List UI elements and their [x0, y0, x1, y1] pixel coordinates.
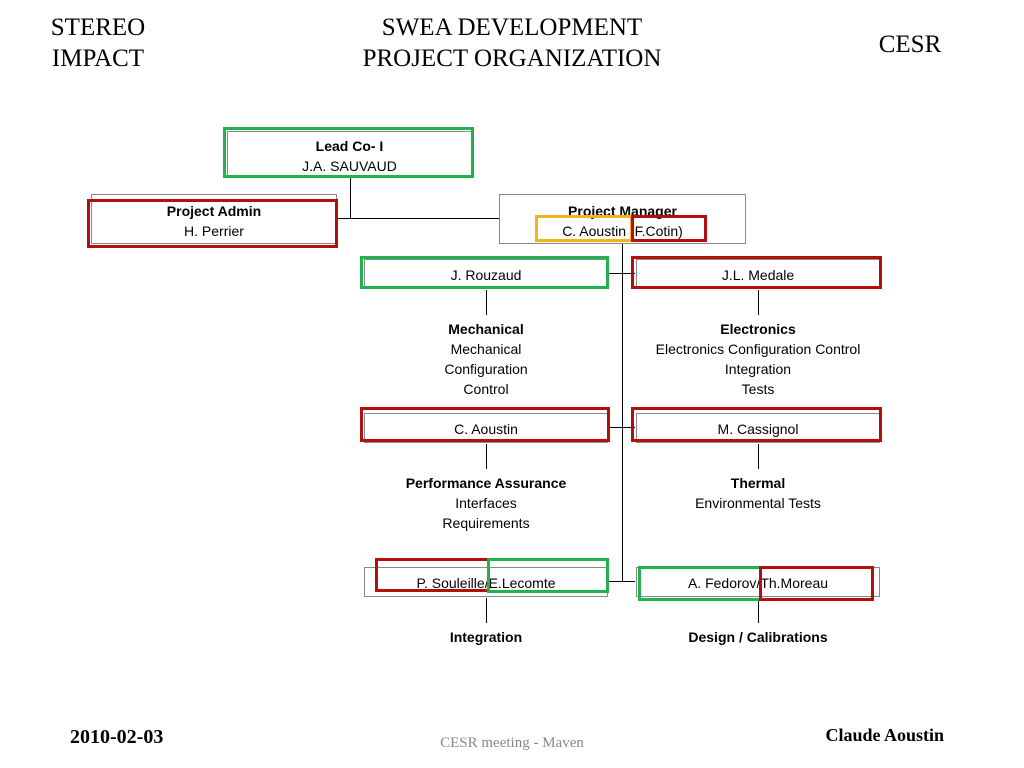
mechanical-line-2: Configuration: [444, 361, 528, 377]
thermal-title: Thermal: [730, 475, 786, 491]
performance-desc: Performance Assurance Interfaces Require…: [356, 473, 616, 533]
electronics-line-3: Tests: [741, 381, 775, 397]
connector-left1-down: [486, 290, 487, 315]
footer-author: Claude Aoustin: [825, 725, 944, 745]
connector-row1: [608, 273, 635, 274]
lead-coi-name: J.A. SAUVAUD: [302, 158, 397, 174]
right-lead-name-3a: A. Fedorov: [687, 575, 757, 591]
project-manager-title: Project Manager: [568, 203, 677, 219]
right-lead-box-3: A. Fedorov/Th.Moreau: [636, 567, 880, 597]
mechanical-desc: Mechanical Mechanical Configuration Cont…: [356, 319, 616, 399]
performance-line-2: Requirements: [442, 515, 530, 531]
connector-admin-manager: [337, 218, 500, 219]
connector-main-vertical: [622, 244, 623, 582]
connector-left2-down: [486, 444, 487, 469]
integration-title: Integration: [449, 629, 523, 645]
header-right: CESR: [878, 31, 942, 58]
connector-row3: [608, 581, 635, 582]
right-lead-name-2: M. Cassignol: [717, 421, 799, 437]
right-lead-name-3b: /Th.Moreau: [756, 575, 829, 591]
electronics-line-2: Integration: [724, 361, 792, 377]
right-lead-box-2: M. Cassignol: [636, 413, 880, 443]
left-lead-name-3a: P. Souleille: [416, 575, 485, 591]
left-lead-box-1: J. Rouzaud: [364, 259, 608, 289]
left-lead-name-3b: /E.Lecomte: [484, 575, 556, 591]
project-manager-box: Project Manager C. Aoustin (F.Cotin): [499, 194, 746, 244]
right-lead-box-1: J.L. Medale: [636, 259, 880, 289]
electronics-line-1: Electronics Configuration Control: [655, 341, 861, 357]
connector-row2: [608, 427, 635, 428]
project-manager-name: C. Aoustin: [562, 223, 627, 239]
electronics-title: Electronics: [720, 321, 796, 337]
header-left-line1: STEREO: [50, 14, 146, 41]
title-line1: SWEA DEVELOPMENT: [381, 14, 643, 41]
design-title: Design / Calibrations: [688, 629, 828, 645]
title-line2: PROJECT ORGANIZATION: [362, 45, 662, 72]
mechanical-title: Mechanical: [448, 321, 524, 337]
integration-desc: Integration: [356, 627, 616, 647]
connector-right1-down: [758, 290, 759, 315]
project-manager-deputy: (F.Cotin): [629, 223, 683, 239]
thermal-line-1: Environmental Tests: [695, 495, 821, 511]
page-title: SWEA DEVELOPMENT PROJECT ORGANIZATION: [262, 12, 762, 74]
connector-right3-down: [758, 598, 759, 623]
lead-coi-title: Lead Co- I: [315, 138, 384, 154]
project-admin-title: Project Admin: [166, 203, 262, 219]
project-admin-box: Project Admin H. Perrier: [91, 194, 337, 244]
mechanical-line-1: Mechanical: [450, 341, 522, 357]
design-desc: Design / Calibrations: [628, 627, 888, 647]
performance-line-1: Interfaces: [455, 495, 517, 511]
header-left-line2: IMPACT: [51, 45, 145, 72]
left-lead-name-1: J. Rouzaud: [450, 267, 522, 283]
project-admin-name: H. Perrier: [184, 223, 244, 239]
header-left: STEREO IMPACT: [28, 12, 168, 74]
mechanical-line-3: Control: [463, 381, 509, 397]
left-lead-box-3: P. Souleille/E.Lecomte: [364, 567, 608, 597]
connector-right2-down: [758, 444, 759, 469]
footer-date: 2010-02-03: [70, 726, 164, 748]
left-lead-name-2: C. Aoustin: [454, 421, 518, 437]
left-lead-name-3: P. Souleille/E.Lecomte: [416, 575, 555, 591]
left-lead-box-2: C. Aoustin: [364, 413, 608, 443]
performance-title: Performance Assurance: [405, 475, 567, 491]
thermal-desc: Thermal Environmental Tests: [628, 473, 888, 513]
connector-lead-down: [350, 177, 351, 219]
footer-meeting: CESR meeting - Maven: [440, 735, 584, 751]
right-lead-name-3: A. Fedorov/Th.Moreau: [688, 575, 828, 591]
electronics-desc: Electronics Electronics Configuration Co…: [628, 319, 888, 399]
lead-coi-box: Lead Co- I J.A. SAUVAUD: [227, 131, 472, 177]
project-manager-names: C. Aoustin (F.Cotin): [562, 223, 683, 239]
connector-left3-down: [486, 598, 487, 623]
right-lead-name-1: J.L. Medale: [721, 267, 795, 283]
